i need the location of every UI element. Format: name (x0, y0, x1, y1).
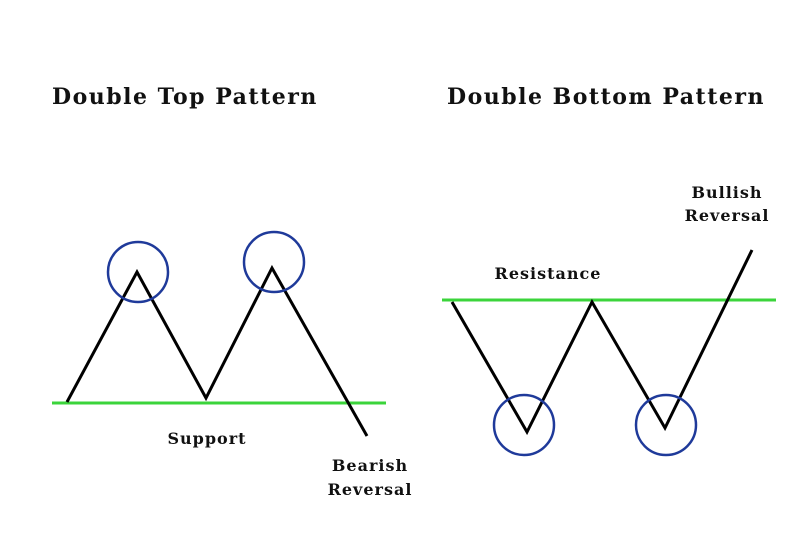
bullish-reversal-label: Reversal (685, 206, 770, 225)
first-bottom-circle (492, 393, 556, 457)
bearish-label: Bearish (332, 456, 408, 475)
resistance-label: Resistance (495, 264, 602, 283)
double-top-price-line (65, 264, 369, 437)
second-top-circle (242, 230, 306, 294)
double-bottom-price-line (450, 249, 754, 436)
support-label: Support (167, 429, 246, 448)
double-top-panel: Double Top Pattern Support Bearish Rever… (52, 84, 413, 499)
first-top-circle (106, 240, 170, 304)
bearish-reversal-label: Reversal (328, 480, 413, 499)
double-bottom-title: Double Bottom Pattern (447, 84, 765, 110)
double-top-title: Double Top Pattern (52, 84, 318, 110)
second-bottom-circle (634, 393, 698, 457)
double-bottom-panel: Double Bottom Pattern Resistance Bullish… (442, 84, 776, 457)
bullish-label: Bullish (691, 183, 762, 202)
